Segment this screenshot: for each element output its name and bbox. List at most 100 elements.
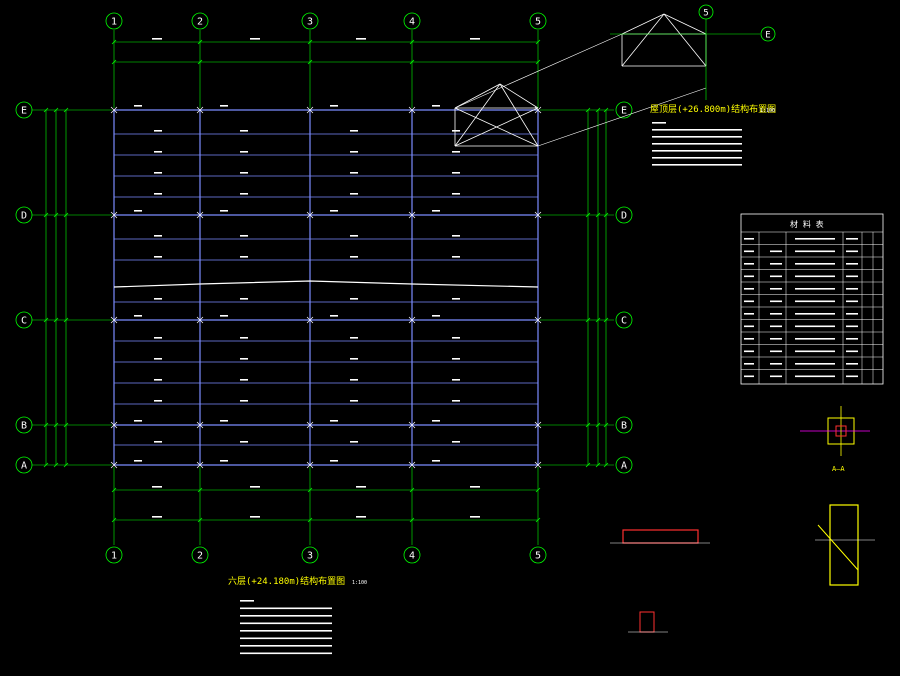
axis-label: D <box>621 211 627 222</box>
axis-label: 3 <box>307 551 313 562</box>
beam-label <box>350 441 358 443</box>
beam-label <box>240 235 248 237</box>
dimension-tick <box>535 517 541 523</box>
table-cell <box>770 275 782 278</box>
note-line <box>652 143 742 145</box>
beam-label <box>452 337 460 339</box>
table-cell <box>744 250 754 253</box>
beam-label <box>154 358 162 360</box>
dimension-label <box>250 516 260 518</box>
note-line <box>652 122 666 124</box>
beam-label <box>240 130 248 132</box>
axis-bubble <box>529 546 547 564</box>
beam-label <box>452 193 460 195</box>
dimension-tick <box>53 317 59 323</box>
axis-bubble <box>15 206 33 224</box>
axis-label: A <box>21 461 27 472</box>
elevation-line <box>113 280 539 288</box>
dimension-lines <box>43 38 609 523</box>
axis-bubble <box>529 12 547 30</box>
beam-label <box>452 172 460 174</box>
column-mark <box>306 211 314 219</box>
dimension-tick <box>63 107 69 113</box>
table-cell <box>744 300 754 303</box>
dimension-tick <box>307 59 313 65</box>
dimension-tick <box>535 39 541 45</box>
beam-label <box>452 151 460 153</box>
beam-label <box>134 315 142 317</box>
column-mark <box>306 461 314 469</box>
beam-label <box>154 441 162 443</box>
beam-annotations <box>110 105 542 469</box>
dimension-tick <box>43 212 49 218</box>
axis-bubble <box>301 12 319 30</box>
column-mark <box>306 316 314 324</box>
column-detail <box>829 504 859 586</box>
truss-diagonal <box>454 83 501 109</box>
dimension-tick <box>63 462 69 468</box>
note-line <box>652 136 742 138</box>
truss-diagonal <box>663 13 707 35</box>
table-cell <box>770 375 782 378</box>
beam-label <box>452 235 460 237</box>
section-title: A—A <box>832 465 845 473</box>
beam-label <box>452 130 460 132</box>
dimension-tick <box>603 462 609 468</box>
dimension-tick <box>43 317 49 323</box>
column-mark <box>196 421 204 429</box>
note-line <box>240 615 332 617</box>
beam-label <box>350 130 358 132</box>
dimension-tick <box>43 107 49 113</box>
dimension-tick <box>603 422 609 428</box>
dimension-tick <box>307 39 313 45</box>
truss-diagonal <box>454 107 539 147</box>
table-cell <box>795 363 835 365</box>
column-mark <box>110 316 118 324</box>
note-line <box>652 129 742 131</box>
beam-label <box>350 379 358 381</box>
dimension-tick <box>197 517 203 523</box>
truss-diagonal <box>621 13 665 35</box>
table-cell <box>846 238 858 240</box>
truss-diagonal <box>621 13 665 67</box>
dimension-label <box>470 486 480 488</box>
roof-plan-title: 屋顶层(+26.800m)结构布置图 <box>650 103 776 115</box>
beam-label <box>432 420 440 422</box>
beam-label <box>330 105 338 107</box>
note-line <box>240 607 332 610</box>
axis-label: A <box>621 461 627 472</box>
table-cell <box>795 338 835 340</box>
table-title: 材 料 表 <box>790 219 824 229</box>
beam-label <box>350 298 358 300</box>
table-cell <box>770 363 782 365</box>
column-mark <box>196 106 204 114</box>
note-line <box>240 630 332 632</box>
beam-label <box>350 358 358 360</box>
table-cell <box>795 288 835 290</box>
axis-label: 4 <box>409 17 415 28</box>
table-cell <box>744 338 754 340</box>
table-frame <box>740 213 884 385</box>
beam-label <box>350 337 358 339</box>
beam-label <box>452 256 460 258</box>
dimension-tick <box>409 39 415 45</box>
dimension-tick <box>197 487 203 493</box>
dimension-tick <box>409 487 415 493</box>
axis-bubble <box>615 206 633 224</box>
beam-label <box>134 420 142 422</box>
axis-bubble <box>15 101 33 119</box>
dimension-label <box>356 516 366 518</box>
table-cell <box>795 325 835 328</box>
beam-label <box>220 315 228 317</box>
column-mark <box>534 421 542 429</box>
table-cell <box>846 263 858 265</box>
beam-label <box>452 379 460 381</box>
table-cell <box>795 275 835 278</box>
column-mark <box>534 461 542 469</box>
column-mark <box>110 106 118 114</box>
table-cell <box>744 263 754 265</box>
table-cell <box>846 250 858 253</box>
axis-label: B <box>621 421 627 432</box>
dimension-tick <box>603 212 609 218</box>
beam-label <box>452 441 460 443</box>
